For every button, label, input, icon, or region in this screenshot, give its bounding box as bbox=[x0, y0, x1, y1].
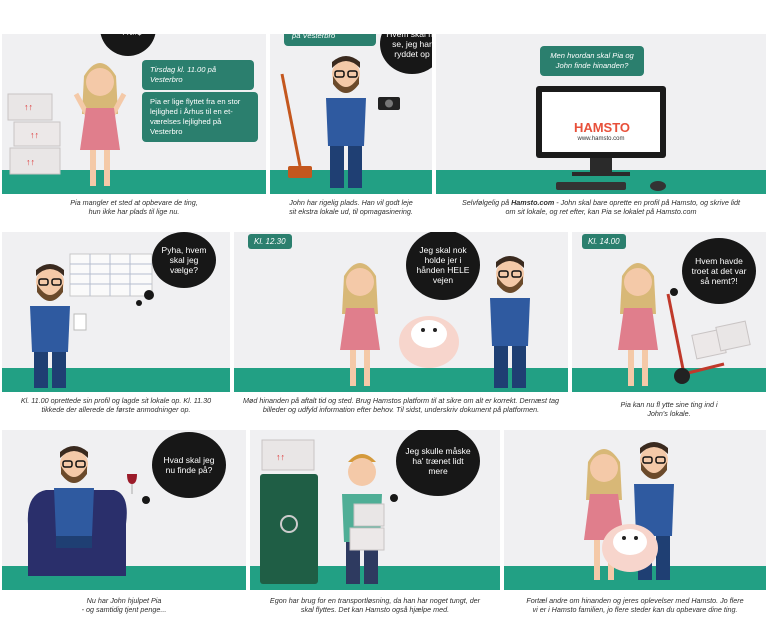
calendar-poster bbox=[69, 253, 153, 297]
panel-5: Kl. 12.30 Jeg skal nok holde jer i hånde… bbox=[234, 232, 568, 392]
boxes-illustration bbox=[349, 503, 385, 551]
svg-text:↑↑: ↑↑ bbox=[26, 157, 35, 167]
speech-bubble: Pyha, hvem skal jeg vælge? bbox=[152, 232, 216, 288]
panel-9 bbox=[504, 430, 766, 590]
thought-dot bbox=[670, 288, 678, 296]
safe-illustration: ↑↑ bbox=[260, 439, 318, 584]
hamster-mascot bbox=[399, 316, 459, 368]
panel-6: Kl. 14.00 Hvem havde troet at det var så… bbox=[572, 232, 766, 392]
svg-text:↑↑: ↑↑ bbox=[30, 130, 39, 140]
svg-text:↑↑: ↑↑ bbox=[24, 102, 33, 112]
wine-glass-icon bbox=[127, 474, 137, 494]
hand-truck-with-boxes bbox=[666, 293, 751, 384]
broom-icon bbox=[280, 73, 312, 178]
panel-4: Pyha, hvem skal jeg vælge? bbox=[2, 232, 230, 392]
panel-8: ↑↑ Jeg skulle måske ha' trænet lidt mere bbox=[250, 430, 500, 590]
thought-dot bbox=[136, 300, 142, 306]
thought-dot bbox=[144, 290, 154, 300]
monitor-illustration bbox=[536, 86, 666, 191]
time-tag: Kl. 14.00 bbox=[582, 234, 626, 249]
john-character bbox=[490, 256, 530, 388]
caption-text: - John skal bare oprette en profil på Ha… bbox=[505, 198, 741, 216]
hamster-mascot bbox=[602, 524, 658, 572]
time-label: Samtidig et andet sted på Vesterbro bbox=[284, 34, 376, 46]
panel-2: Samtidig et andet sted på Vesterbro Hvem… bbox=[270, 34, 432, 194]
pia-character bbox=[340, 263, 380, 386]
hamsto-url: www.hamsto.com bbox=[577, 136, 625, 142]
john-character bbox=[326, 56, 366, 188]
hamsto-logo: HAMSTO bbox=[573, 120, 631, 135]
thought-dot bbox=[142, 496, 150, 504]
panel-4-caption: Kl. 11.00 oprettede sin profil og lagde … bbox=[20, 396, 212, 414]
john-character bbox=[30, 264, 87, 388]
panel-3: Men hvordan skal Pia og John finde hinan… bbox=[436, 34, 766, 194]
panel-3-caption: Selvfølgelig på Hamsto.com - John skal b… bbox=[436, 198, 766, 216]
svg-text:↑↑: ↑↑ bbox=[276, 452, 285, 462]
panel-1: ↑↑ ↑↑ ↑↑ #@¤%£$ *^?%#$ Tirsdag kl. 11.00… bbox=[2, 34, 266, 194]
pia-character bbox=[618, 263, 658, 386]
hamsto-link[interactable]: Hamsto.com bbox=[511, 198, 555, 207]
thought-dot bbox=[390, 494, 398, 502]
floor bbox=[572, 368, 766, 392]
question-box: Men hvordan skal Pia og John finde hinan… bbox=[540, 46, 644, 76]
speech-bubble: Hvem havde troet at det var så nemt?! bbox=[682, 238, 756, 304]
curse-speech-bubble: #@¤%£$ *^?%#$ bbox=[100, 34, 156, 56]
panel-2-caption: John har rigelig plads. Han vil godt lej… bbox=[289, 198, 413, 216]
time-tag: Kl. 12.30 bbox=[248, 234, 292, 249]
panel-9-caption: Fortæl andre om hinanden og jeres opleve… bbox=[526, 596, 744, 614]
panel-7: Hvad skal jeg nu finde på? bbox=[2, 430, 246, 590]
time-label: Tirsdag kl. 11.00 på Vesterbro bbox=[142, 60, 254, 90]
info-box: Pia er lige flyttet fra en stor lejlighe… bbox=[142, 92, 258, 142]
speech-bubble: Jeg skal nok holde jer i hånden HELE vej… bbox=[406, 232, 480, 300]
panel-7-caption: Nu har John hjulpet Pia - og samtidig tj… bbox=[81, 596, 167, 614]
panel-5-caption: Mød hinanden på aftalt tid og sted. Brug… bbox=[243, 396, 559, 414]
pia-character bbox=[73, 63, 127, 186]
panel-1-caption: Pia mangler et sted at opbevare de ting,… bbox=[70, 198, 198, 216]
armchair-with-john bbox=[27, 446, 127, 576]
panel-8-caption: Egon har brug for en transportløsning, d… bbox=[269, 596, 481, 614]
speech-bubble: Hvem skal nu se, jeg har ryddet op bbox=[380, 34, 432, 74]
panel-6-caption: Pia kan nu fl ytte sine ting ind i John'… bbox=[620, 400, 718, 418]
speech-bubble: Jeg skulle måske ha' trænet lidt mere bbox=[396, 430, 480, 496]
caption-text: Selvfølgelig på bbox=[461, 198, 512, 207]
camera-icon bbox=[378, 97, 400, 110]
moving-boxes-illustration: ↑↑ ↑↑ ↑↑ bbox=[7, 93, 61, 175]
speech-bubble: Hvad skal jeg nu finde på? bbox=[152, 432, 226, 498]
